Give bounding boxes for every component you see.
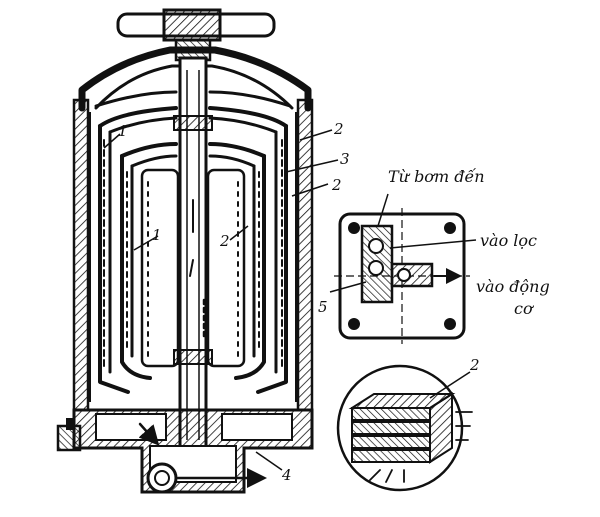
label-2-detail: 2 bbox=[469, 356, 480, 374]
leader-lines bbox=[103, 129, 339, 471]
label-4: 4 bbox=[281, 466, 292, 484]
inset-label-to-engine-line1: vào động bbox=[476, 277, 550, 296]
housing bbox=[72, 46, 314, 412]
valve-inset bbox=[329, 193, 477, 344]
coarse-filter-element bbox=[94, 90, 292, 394]
label-3: 3 bbox=[340, 150, 350, 168]
central-spindle bbox=[173, 56, 213, 452]
stacked-plates bbox=[348, 392, 456, 464]
label-1-inner: 1 bbox=[152, 226, 162, 244]
fine-filter-element bbox=[120, 142, 266, 380]
label-2-outer-top: 2 bbox=[333, 120, 344, 138]
inset-label-to-filter: vào lọc bbox=[480, 231, 537, 250]
label-2-right: 2 bbox=[331, 176, 342, 194]
label-1-outer: 1 bbox=[118, 122, 128, 140]
filter-cross-section bbox=[56, 8, 314, 494]
inset-label-from-pump: Từ bơm đến bbox=[388, 167, 485, 186]
filter-base bbox=[56, 298, 314, 494]
inset-label-to-engine-line2: cơ bbox=[514, 299, 534, 318]
element-detail-inset bbox=[336, 364, 473, 492]
label-5: 5 bbox=[318, 298, 328, 316]
label-2-center: 2 bbox=[219, 232, 230, 250]
